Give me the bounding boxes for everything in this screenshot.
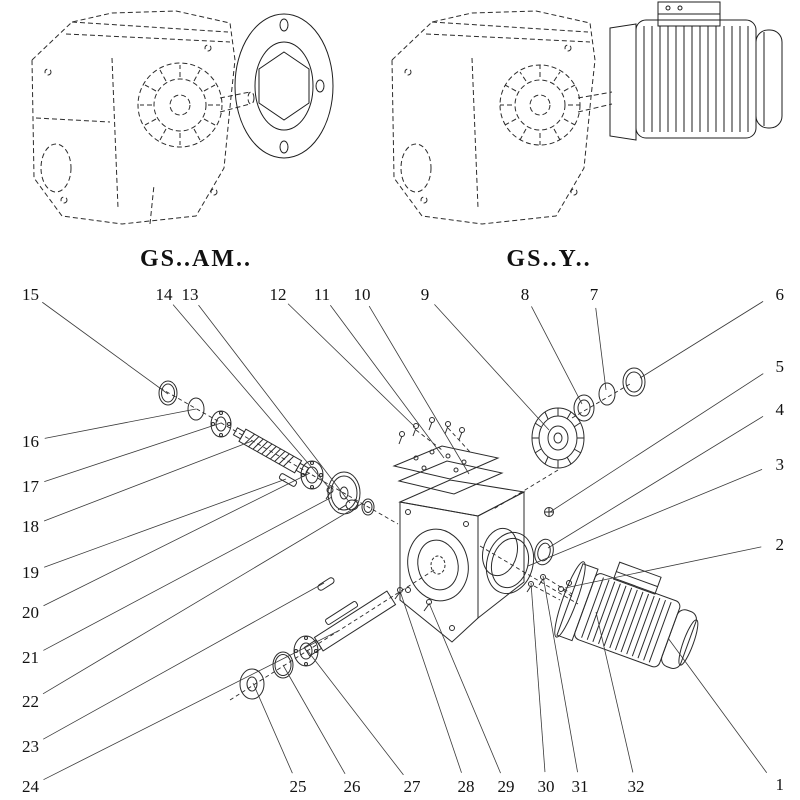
part-number-25: 25: [290, 777, 307, 796]
gear-housing: [398, 479, 526, 643]
part-number-21: 21: [22, 648, 39, 667]
output-shaft-pin: [317, 577, 335, 591]
part-number-26: 26: [344, 777, 361, 796]
part-number-22: 22: [22, 692, 39, 711]
oil-plug: [544, 507, 554, 517]
leader-line-26: [282, 664, 346, 775]
housing-cover: [392, 445, 504, 495]
leader-line-32: [595, 611, 634, 773]
leader-line-30: [530, 582, 546, 773]
leader-line-1: [667, 637, 768, 773]
part-number-4: 4: [776, 400, 785, 419]
wheel-bearing-ring-set: [573, 367, 646, 422]
leader-line-25: [252, 682, 293, 774]
leader-line-10: [368, 305, 470, 475]
part-number-32: 32: [628, 777, 645, 796]
leader-line-21: [43, 496, 333, 651]
leader-line-16: [44, 408, 197, 439]
part-number-27: 27: [404, 777, 422, 796]
part-number-12: 12: [270, 285, 287, 304]
part-number-23: 23: [22, 737, 39, 756]
leader-line-5: [549, 373, 764, 513]
assembled-view-y: [391, 10, 613, 225]
model-label-am: GS..AM..: [140, 246, 252, 272]
exploded-motor: [554, 561, 699, 669]
leader-line-9: [434, 304, 550, 431]
output-shaft: [303, 590, 397, 657]
flange-bolts: [526, 574, 572, 593]
leader-line-15: [42, 301, 169, 395]
leader-line-3: [527, 468, 763, 567]
leader-line-20: [43, 472, 311, 607]
part-number-31: 31: [572, 777, 589, 796]
part-number-9: 9: [421, 285, 430, 304]
assembled-motor: [609, 1, 783, 141]
part-number-24: 24: [22, 777, 40, 796]
leader-line-17: [44, 422, 222, 482]
part-number-28: 28: [458, 777, 475, 796]
motor-flange-ring: [485, 531, 554, 595]
part-number-18: 18: [22, 517, 39, 536]
leader-line-28: [399, 590, 462, 773]
assembled-view-am: [31, 10, 255, 225]
leader-line-31: [542, 575, 578, 773]
worm-shaft: [232, 427, 310, 476]
part-number-1: 1: [776, 775, 785, 794]
input-shaft-rings: [158, 380, 205, 421]
part-number-2: 2: [776, 535, 785, 554]
assembly-axes: [159, 383, 631, 701]
output-bearing: [293, 635, 319, 667]
leader-line-19: [44, 478, 287, 568]
leader-line-23: [43, 582, 325, 740]
part-number-10: 10: [354, 285, 371, 304]
part-number-6: 6: [776, 285, 785, 304]
part-number-29: 29: [498, 777, 515, 796]
output-flange: [234, 13, 334, 159]
part-number-5: 5: [776, 357, 785, 376]
leader-line-13: [198, 304, 351, 504]
part-number-13: 13: [182, 285, 199, 304]
leader-line-14: [172, 304, 331, 490]
part-number-8: 8: [521, 285, 530, 304]
part-number-14: 14: [156, 285, 174, 304]
leader-line-8: [531, 306, 583, 405]
part-number-7: 7: [590, 285, 599, 304]
leader-line-4: [547, 415, 764, 549]
leader-line-22: [42, 502, 364, 695]
leader-line-24: [43, 630, 339, 781]
input-bearing-front: [210, 410, 232, 438]
input-washer-disc: [327, 471, 375, 516]
leader-line-18: [43, 440, 253, 522]
leader-line-2: [564, 546, 762, 589]
output-retaining-ring: [272, 651, 294, 679]
part-number-20: 20: [22, 603, 39, 622]
part-number-15: 15: [22, 285, 39, 304]
housing-screws: [394, 587, 432, 612]
part-number-30: 30: [538, 777, 555, 796]
leader-line-27: [306, 649, 404, 776]
leader-line-11: [330, 304, 445, 459]
part-number-11: 11: [314, 285, 330, 304]
part-number-16: 16: [22, 432, 39, 451]
part-number-17: 17: [22, 477, 40, 496]
worm-gear-wheel: [531, 407, 585, 469]
exploded-assembly: [158, 367, 699, 701]
leader-line-6: [639, 301, 764, 379]
output-washer: [239, 668, 265, 700]
leader-line-29: [428, 602, 501, 774]
shaft-key: [278, 473, 298, 487]
part-number-19: 19: [22, 563, 39, 582]
part-number-3: 3: [776, 455, 785, 474]
leader-line-7: [595, 307, 607, 391]
leader-line-12: [287, 303, 416, 428]
model-label-y: GS..Y..: [506, 246, 591, 272]
